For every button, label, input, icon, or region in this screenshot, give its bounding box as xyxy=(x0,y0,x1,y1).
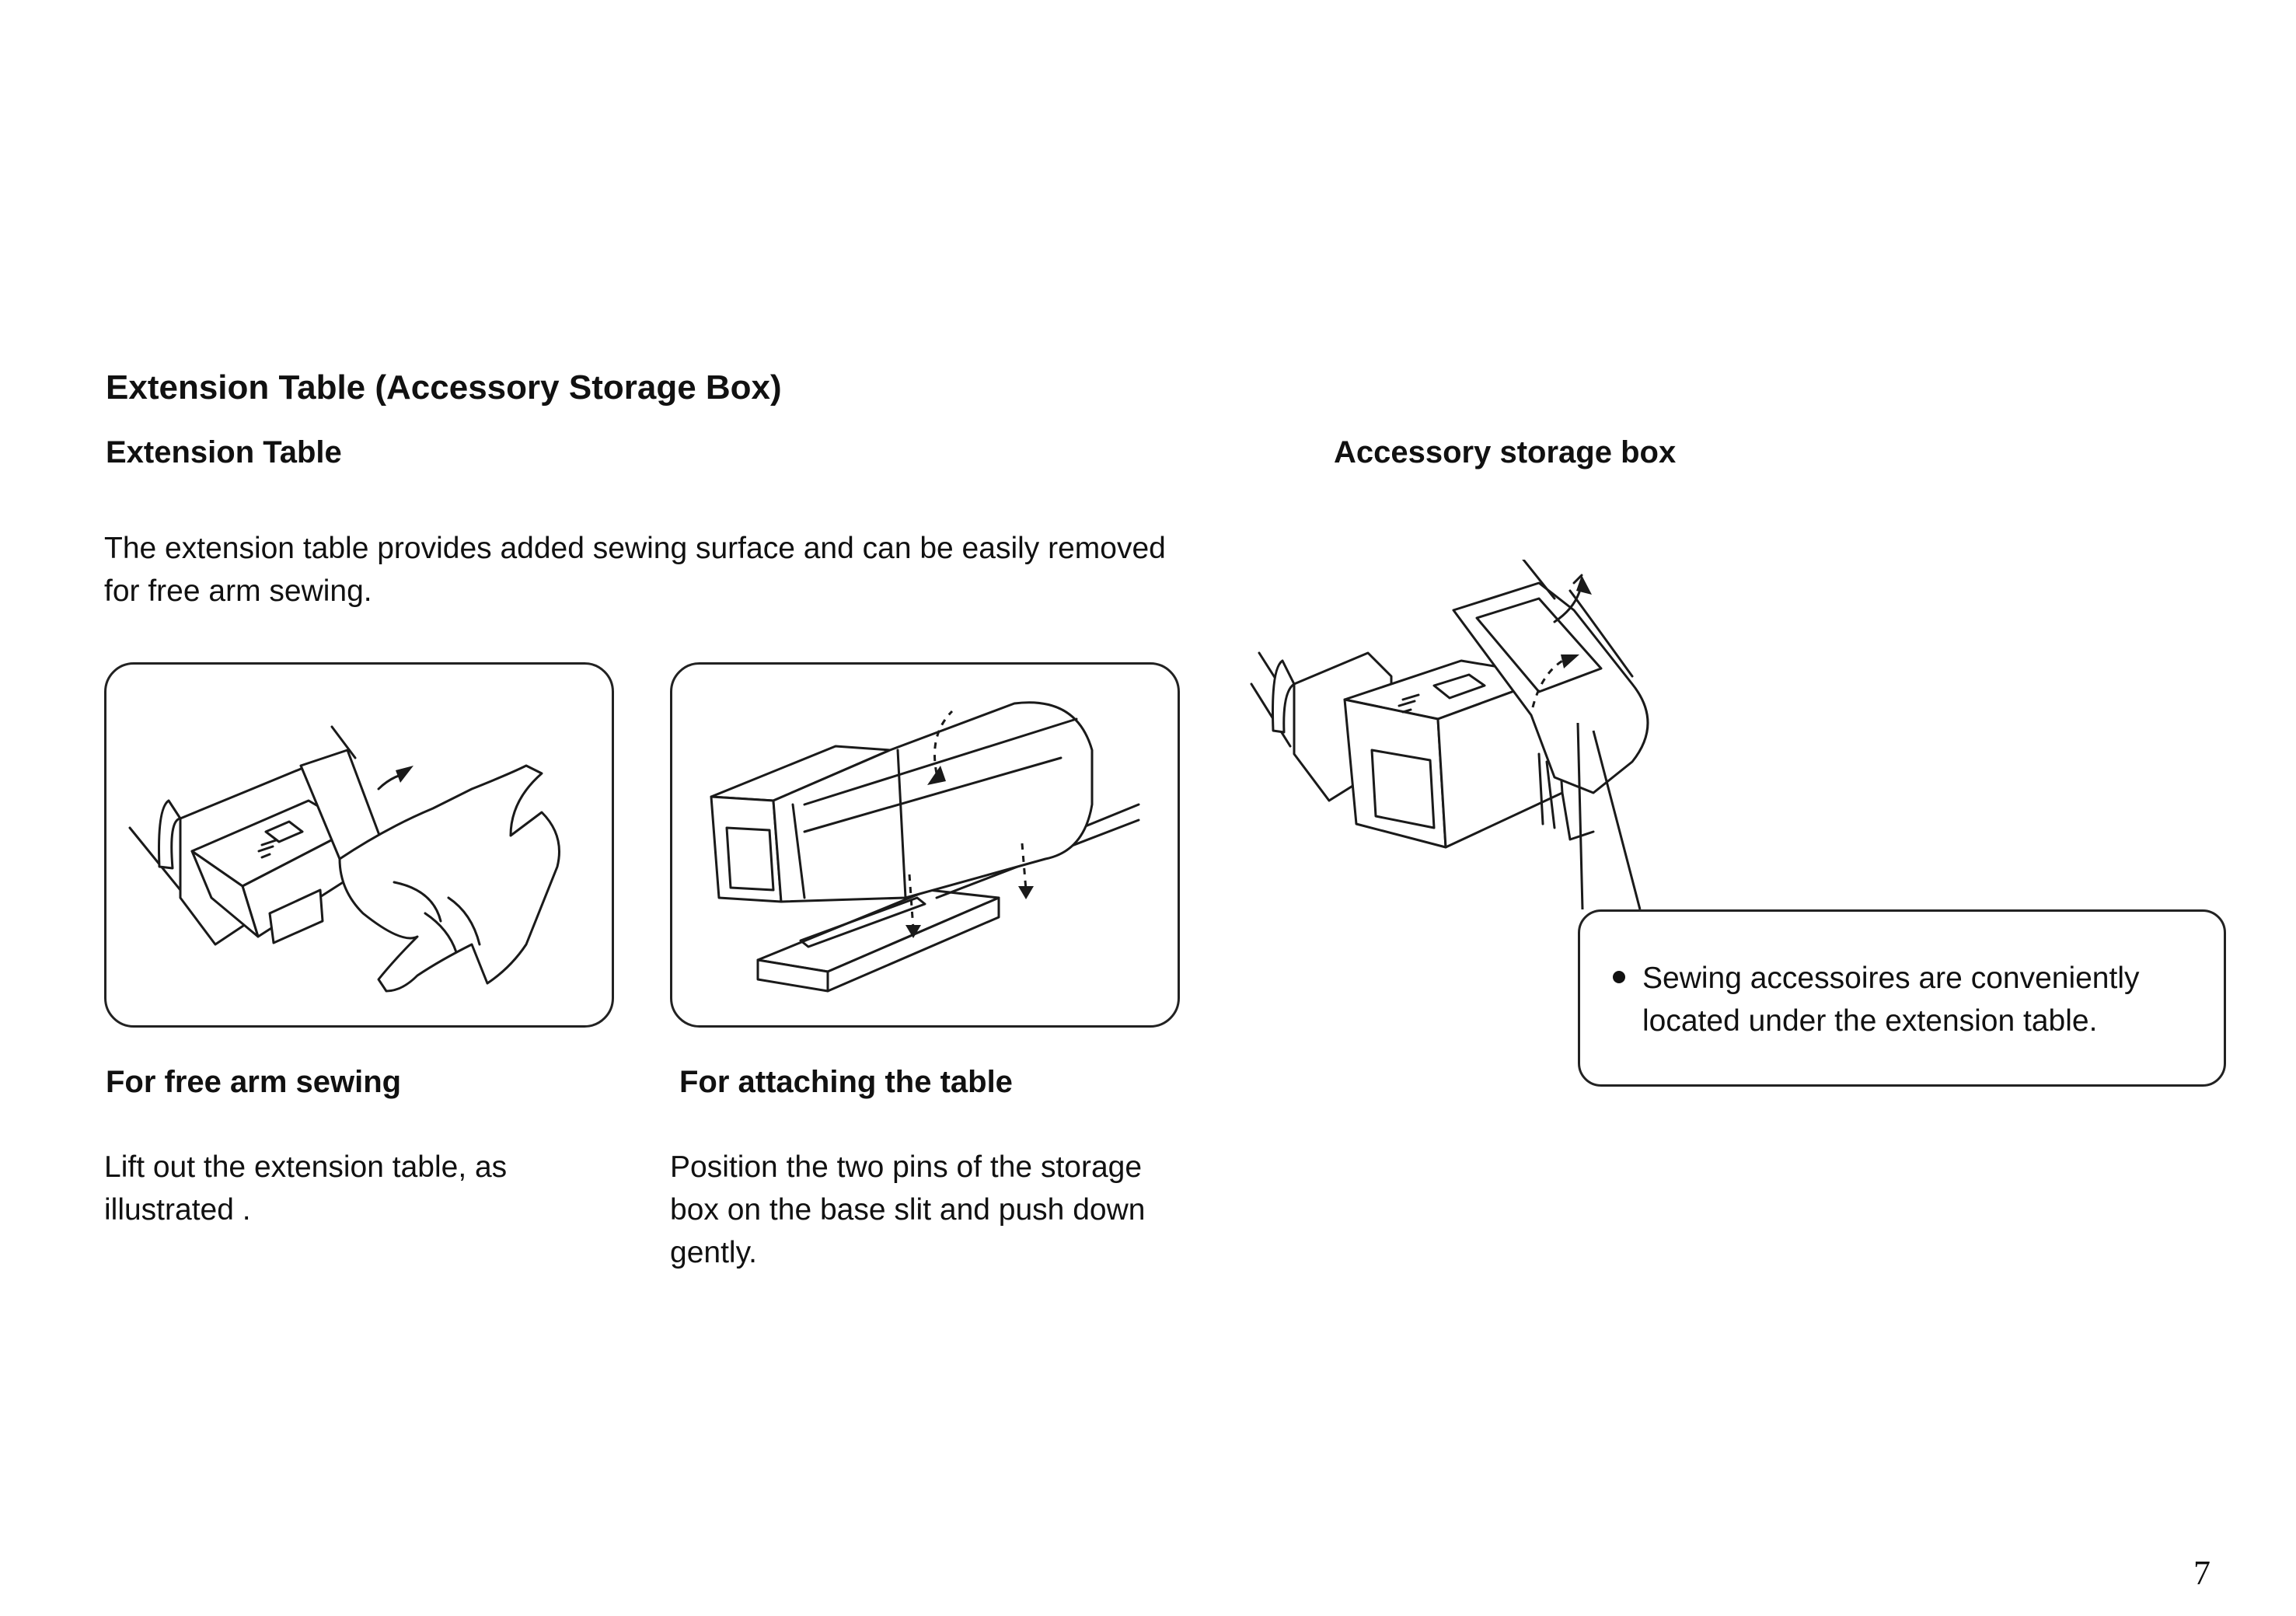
callout-leader-line xyxy=(1576,722,1642,910)
storage-box-note: Sewing accessoires are conveniently loca… xyxy=(1580,957,2224,1050)
extension-table-heading: Extension Table xyxy=(106,435,342,469)
figure-free-arm-sewing xyxy=(104,662,614,1028)
attaching-heading: For attaching the table xyxy=(679,1065,1013,1099)
free-arm-heading: For free arm sewing xyxy=(106,1065,402,1099)
extension-table-intro: The extension table provides added sewin… xyxy=(104,532,1166,608)
storage-box-callout: Sewing accessoires are conveniently loca… xyxy=(1578,909,2226,1087)
bullet-icon xyxy=(1613,971,1625,983)
section-title: Extension Table (Accessory Storage Box) xyxy=(106,368,782,407)
free-arm-text: Lift out the extension table, as illustr… xyxy=(104,1150,508,1227)
attaching-illustration xyxy=(710,701,1140,993)
figure-attaching-table xyxy=(670,662,1180,1028)
storage-box-heading: Accessory storage box xyxy=(1334,435,1677,469)
page-number: 7 xyxy=(2193,1554,2211,1592)
attaching-text: Position the two pins of the storage box… xyxy=(670,1150,1146,1269)
free-arm-illustration xyxy=(128,725,560,993)
